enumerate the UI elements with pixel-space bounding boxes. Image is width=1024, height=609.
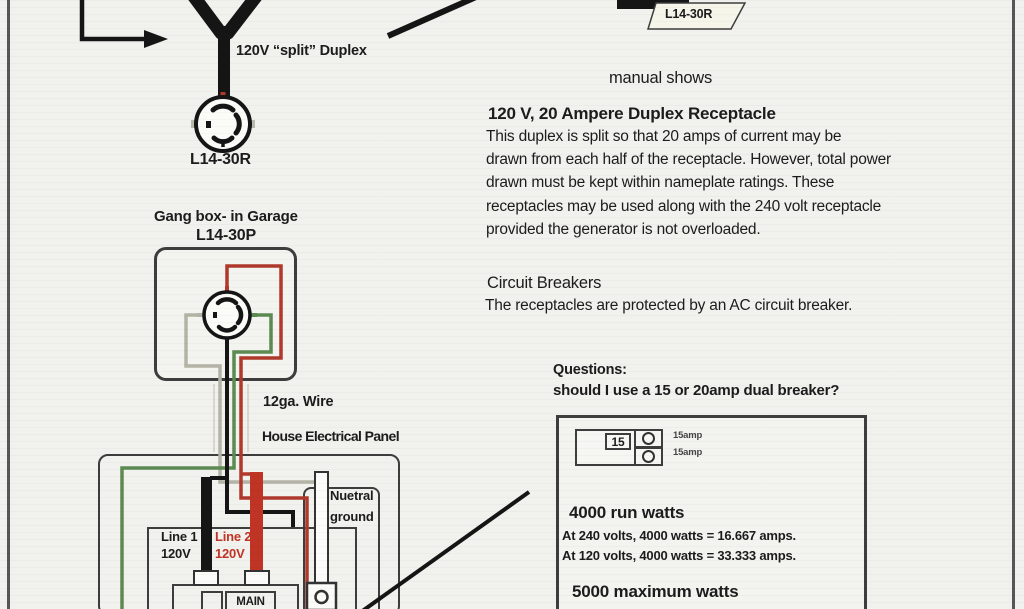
receptacle-info-title: 120 V, 20 Ampere Duplex Receptacle bbox=[488, 104, 776, 123]
run-watts-title: 4000 run watts bbox=[569, 503, 685, 522]
main-breaker-label-box: MAIN bbox=[225, 591, 276, 609]
house-panel-label: House Electrical Panel bbox=[262, 428, 400, 444]
arrow-to-split-duplex-icon bbox=[79, 0, 168, 48]
breaker-rating-box: 15 bbox=[605, 433, 631, 450]
paragraph-line: drawn must be kept within nameplate rati… bbox=[486, 174, 835, 192]
main-label: MAIN bbox=[236, 596, 265, 608]
breaker-amp-label-top: 15amp bbox=[673, 430, 703, 441]
breaker-rating: 15 bbox=[611, 435, 625, 449]
line1-voltage: 120V bbox=[161, 546, 191, 561]
paragraph-line: provided the generator is not overloaded… bbox=[486, 220, 761, 238]
receptacle-info-paragraph: This duplex is split so that 20 amps of … bbox=[486, 128, 891, 244]
neutral-label: Nuetral bbox=[330, 488, 374, 503]
manual-shows-caption: manual shows bbox=[609, 69, 713, 87]
wire-gauge-label: 12ga. Wire bbox=[263, 394, 334, 410]
main-breaker-cell bbox=[201, 591, 223, 609]
l14-30p-label: L14-30P bbox=[196, 227, 256, 244]
line1-label: Line 1 bbox=[161, 529, 198, 544]
neutral-ground-box-outline bbox=[303, 487, 380, 609]
gang-box-title: Gang box- in Garage bbox=[154, 208, 298, 225]
line2-voltage: 120V bbox=[215, 546, 245, 561]
paragraph-line: drawn from each half of the receptacle. … bbox=[486, 151, 891, 169]
frame-right-border bbox=[1012, 0, 1015, 609]
circuit-breakers-title: Circuit Breakers bbox=[487, 274, 602, 292]
question-text: should I use a 15 or 20amp dual breaker? bbox=[553, 382, 840, 399]
l14-30r-receptacle-icon bbox=[191, 92, 255, 153]
split-duplex-label: 120V “split” Duplex bbox=[236, 43, 367, 59]
calc-line-120v: At 120 volts, 4000 watts = 33.333 amps. bbox=[562, 548, 796, 563]
breaker-pole-bottom bbox=[634, 447, 663, 466]
breaker-amp-label-bottom: 15amp bbox=[673, 447, 703, 458]
paragraph-line: This duplex is split so that 20 amps of … bbox=[486, 128, 842, 145]
breaker-pole-top-terminal-icon bbox=[642, 432, 655, 445]
questions-label: Questions: bbox=[553, 362, 627, 378]
gang-box-outline bbox=[154, 247, 297, 381]
breaker-pole-bottom-terminal-icon bbox=[642, 450, 655, 463]
circuit-breakers-body: The receptacles are protected by an AC c… bbox=[485, 297, 853, 314]
pointer-line-top bbox=[386, 0, 477, 39]
frame-left-border bbox=[7, 0, 10, 609]
ground-label: ground bbox=[330, 509, 374, 524]
calc-line-240v: At 240 volts, 4000 watts = 16.667 amps. bbox=[562, 528, 796, 543]
max-watts-title: 5000 maximum watts bbox=[572, 582, 739, 601]
line2-label: Line 2 bbox=[215, 529, 252, 544]
paragraph-line: receptacles may be used along with the 2… bbox=[486, 197, 882, 215]
top-right-connector-label: L14-30R bbox=[665, 7, 713, 21]
l14-30r-label: L14-30R bbox=[190, 151, 251, 168]
